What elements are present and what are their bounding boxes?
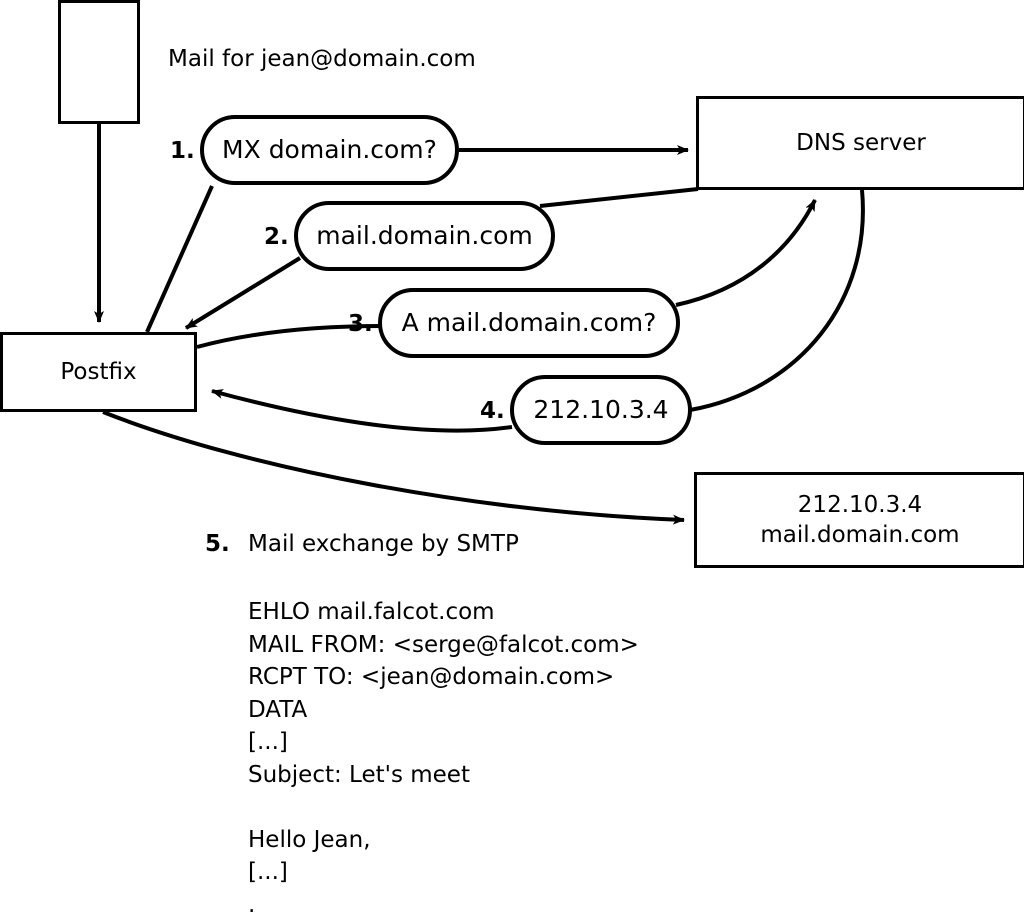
step-4-pill[interactable]: 212.10.3.4 [510,375,692,445]
step-3-label: A mail.domain.com? [401,308,657,337]
mail-host-box[interactable]: 212.10.3.4 mail.domain.com [694,472,1024,568]
connector-dns-to-step4 [689,189,865,412]
mail-host-label: 212.10.3.4 mail.domain.com [760,492,960,548]
connector-dns-to-step2 [539,187,699,208]
step-5-label: Mail exchange by SMTP [248,531,519,557]
connector-step2-to-postfix [184,256,302,330]
smtp-transcript: EHLO mail.falcot.com MAIL FROM: <serge@f… [248,599,639,918]
step-3-number: 3. [348,311,373,337]
step-1-label: MX domain.com? [222,135,437,164]
postfix-box[interactable]: Postfix [0,332,197,412]
postfix-label: Postfix [60,359,137,385]
step-3-pill[interactable]: A mail.domain.com? [378,288,680,358]
step-5-number: 5. [205,531,230,557]
dns-server-box[interactable]: DNS server [696,96,1024,190]
connector-step4-to-postfix [211,389,513,433]
step-4-label: 212.10.3.4 [533,395,669,424]
dns-server-label: DNS server [796,130,926,156]
connector-step3-to-dns [675,199,817,307]
step-2-pill[interactable]: mail.domain.com [294,201,555,271]
mail-for-note: Mail for jean@domain.com [168,46,476,72]
step-2-number: 2. [264,224,289,250]
step-1-number: 1. [170,138,195,164]
mail-source-box[interactable] [58,0,140,124]
connector-postfix-to-step3 [196,324,383,349]
step-1-pill[interactable]: MX domain.com? [200,115,459,185]
connector-postfix-to-mailhost [102,410,685,525]
step-2-label: mail.domain.com [316,221,533,250]
step-4-number: 4. [480,398,505,424]
connector-postfix-to-step1 [145,185,214,333]
